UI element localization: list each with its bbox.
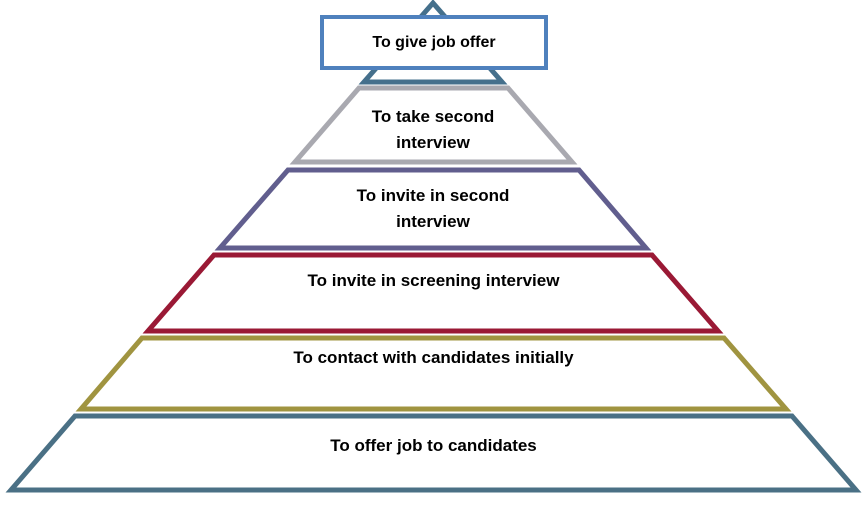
pyramid-level-5-shape xyxy=(75,335,792,412)
pyramid-level-6-shape xyxy=(5,413,862,493)
callout-box xyxy=(320,15,548,70)
pyramid-level-4-shape xyxy=(142,252,724,334)
pyramid-level-2-shape xyxy=(289,85,578,165)
pyramid-level-3-shape xyxy=(214,167,652,251)
